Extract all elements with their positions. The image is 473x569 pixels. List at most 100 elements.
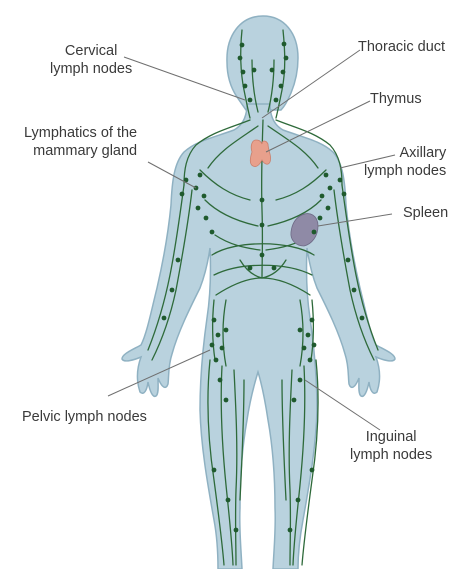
lymph-node <box>278 83 284 89</box>
label-lymphatics-mammary-gland: Lymphatics of the mammary gland <box>24 124 137 160</box>
spleen-organ <box>290 213 319 247</box>
leader-line-thoracic-duct <box>261 49 361 119</box>
vessel <box>220 365 234 566</box>
lymph-node <box>183 177 189 183</box>
label-inguinal-lymph-nodes: Inguinal lymph nodes <box>350 428 432 464</box>
vessel <box>183 119 251 186</box>
lymph-node <box>327 185 333 191</box>
lymph-node <box>223 327 229 333</box>
vessel <box>281 379 287 501</box>
lymph-node <box>297 327 303 333</box>
lymph-node <box>305 332 311 338</box>
lymph-node <box>273 97 279 103</box>
vessel <box>204 199 259 227</box>
lymph-node <box>242 83 248 89</box>
lymph-node <box>259 197 265 203</box>
vessel <box>341 184 379 351</box>
lymph-node <box>319 193 325 199</box>
lymph-node <box>233 527 239 533</box>
label-axillary-lymph-nodes: Axillary lymph nodes <box>364 144 446 180</box>
label-thymus-text: Thymus <box>370 91 422 107</box>
vessel <box>239 259 263 279</box>
vessel <box>207 359 225 566</box>
lymph-node <box>301 345 307 351</box>
head <box>226 15 299 111</box>
vessel <box>199 169 251 201</box>
leader-line-pelvic <box>107 349 211 397</box>
lymph-node <box>225 497 231 503</box>
lymph-node <box>281 41 287 47</box>
label-spleen: Spleen <box>403 204 448 222</box>
lymph-node <box>351 287 357 293</box>
lymph-node <box>211 467 217 473</box>
label-pelvic-text: Pelvic lymph nodes <box>22 409 147 425</box>
lymph-node <box>209 342 215 348</box>
lymph-node <box>211 317 217 323</box>
label-cervical-line2: lymph nodes <box>50 61 133 77</box>
lymph-node <box>325 205 331 211</box>
lymph-node <box>213 357 219 363</box>
lymph-node <box>291 397 297 403</box>
lymph-node <box>195 205 201 211</box>
label-pelvic-lymph-nodes: Pelvic lymph nodes <box>22 408 147 426</box>
vessel <box>211 299 216 361</box>
lymph-node <box>359 315 365 321</box>
vessel <box>275 119 343 186</box>
label-spleen-text: Spleen <box>403 205 449 221</box>
lymph-node <box>309 467 315 473</box>
vessel <box>207 125 259 169</box>
leader-line-mammary <box>147 161 197 189</box>
vessel <box>333 189 375 361</box>
vessel <box>267 199 322 227</box>
lymph-node <box>295 497 301 503</box>
label-cervical-lymph-nodes: Cervical lymph nodes <box>50 42 132 78</box>
lymph-node <box>197 172 203 178</box>
lymph-node <box>219 345 225 351</box>
lymph-node <box>169 287 175 293</box>
lymph-node <box>341 191 347 197</box>
thymus-organ <box>249 139 271 167</box>
vessel <box>301 359 319 566</box>
lymph-node <box>215 332 221 338</box>
leader-line-inguinal <box>304 379 381 431</box>
vessel <box>310 299 315 361</box>
vessel <box>151 189 193 361</box>
lymph-node <box>337 177 343 183</box>
vessel <box>299 299 304 367</box>
leader-line-spleen <box>317 213 393 227</box>
lymph-nodes <box>161 41 365 533</box>
torso-and-limbs <box>121 103 396 569</box>
lymph-node <box>209 229 215 235</box>
vessel <box>251 59 259 113</box>
lymph-node <box>309 317 315 323</box>
lymph-node <box>287 527 293 533</box>
lymph-node <box>269 67 275 73</box>
vessel <box>213 264 313 276</box>
vessel <box>292 365 306 566</box>
lymph-node <box>271 265 277 271</box>
body-silhouette <box>121 15 396 569</box>
lymph-node <box>240 69 246 75</box>
lymph-node <box>247 265 253 271</box>
vessel <box>288 369 293 566</box>
vessel <box>275 169 327 201</box>
lymph-node <box>251 67 257 73</box>
label-mammary-line2: mammary gland <box>33 143 138 159</box>
lymph-node <box>311 342 317 348</box>
label-axillary-line2: lymph nodes <box>364 163 447 179</box>
lymph-node <box>297 377 303 383</box>
vessel <box>147 184 185 351</box>
vessel <box>267 125 319 169</box>
leader-line-thymus <box>265 100 371 153</box>
label-mammary-line1: Lymphatics of the <box>24 125 138 141</box>
lymph-node <box>247 97 253 103</box>
label-inguinal-line1: Inguinal <box>365 429 417 445</box>
vessel <box>222 299 227 367</box>
lymph-node <box>203 215 209 221</box>
label-thymus: Thymus <box>370 90 422 108</box>
lymph-node <box>307 357 313 363</box>
lymph-node <box>175 257 181 263</box>
lymph-node <box>345 257 351 263</box>
lymph-node <box>217 377 223 383</box>
